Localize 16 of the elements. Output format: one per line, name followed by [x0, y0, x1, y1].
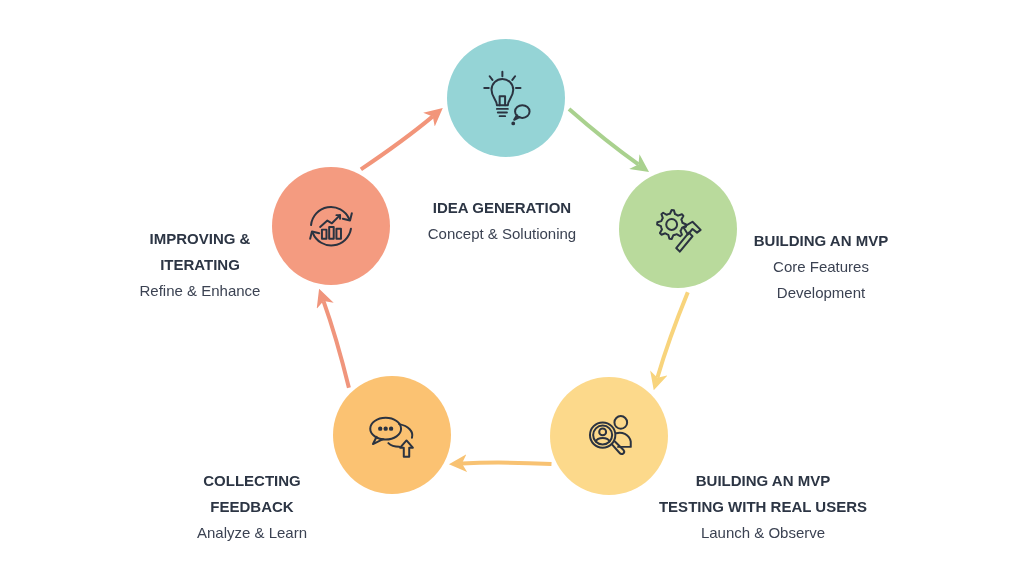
step-title: TESTING WITH REAL USERS	[658, 497, 868, 517]
curved-arrow	[448, 454, 552, 473]
curved-arrow	[316, 288, 351, 389]
step-subtitle: Analyze & Learn	[196, 523, 308, 543]
step-title: IDEA GENERATION	[432, 198, 572, 218]
step-subtitle: Core Features Development	[772, 257, 870, 303]
curved-arrow	[359, 108, 443, 172]
step-title: COLLECTING FEEDBACK	[202, 471, 302, 517]
step-subtitle: Launch & Observe	[700, 523, 826, 543]
step-title: BUILDING AN MVP	[695, 471, 831, 491]
step-title: BUILDING AN MVP	[753, 231, 889, 251]
step-title: IMPROVING & ITERATING	[148, 229, 252, 275]
step-subtitle: Concept & Solutioning	[427, 224, 577, 244]
step-subtitle: Refine & Enhance	[139, 281, 261, 301]
curved-arrow	[567, 107, 649, 172]
curved-arrow	[650, 291, 690, 391]
